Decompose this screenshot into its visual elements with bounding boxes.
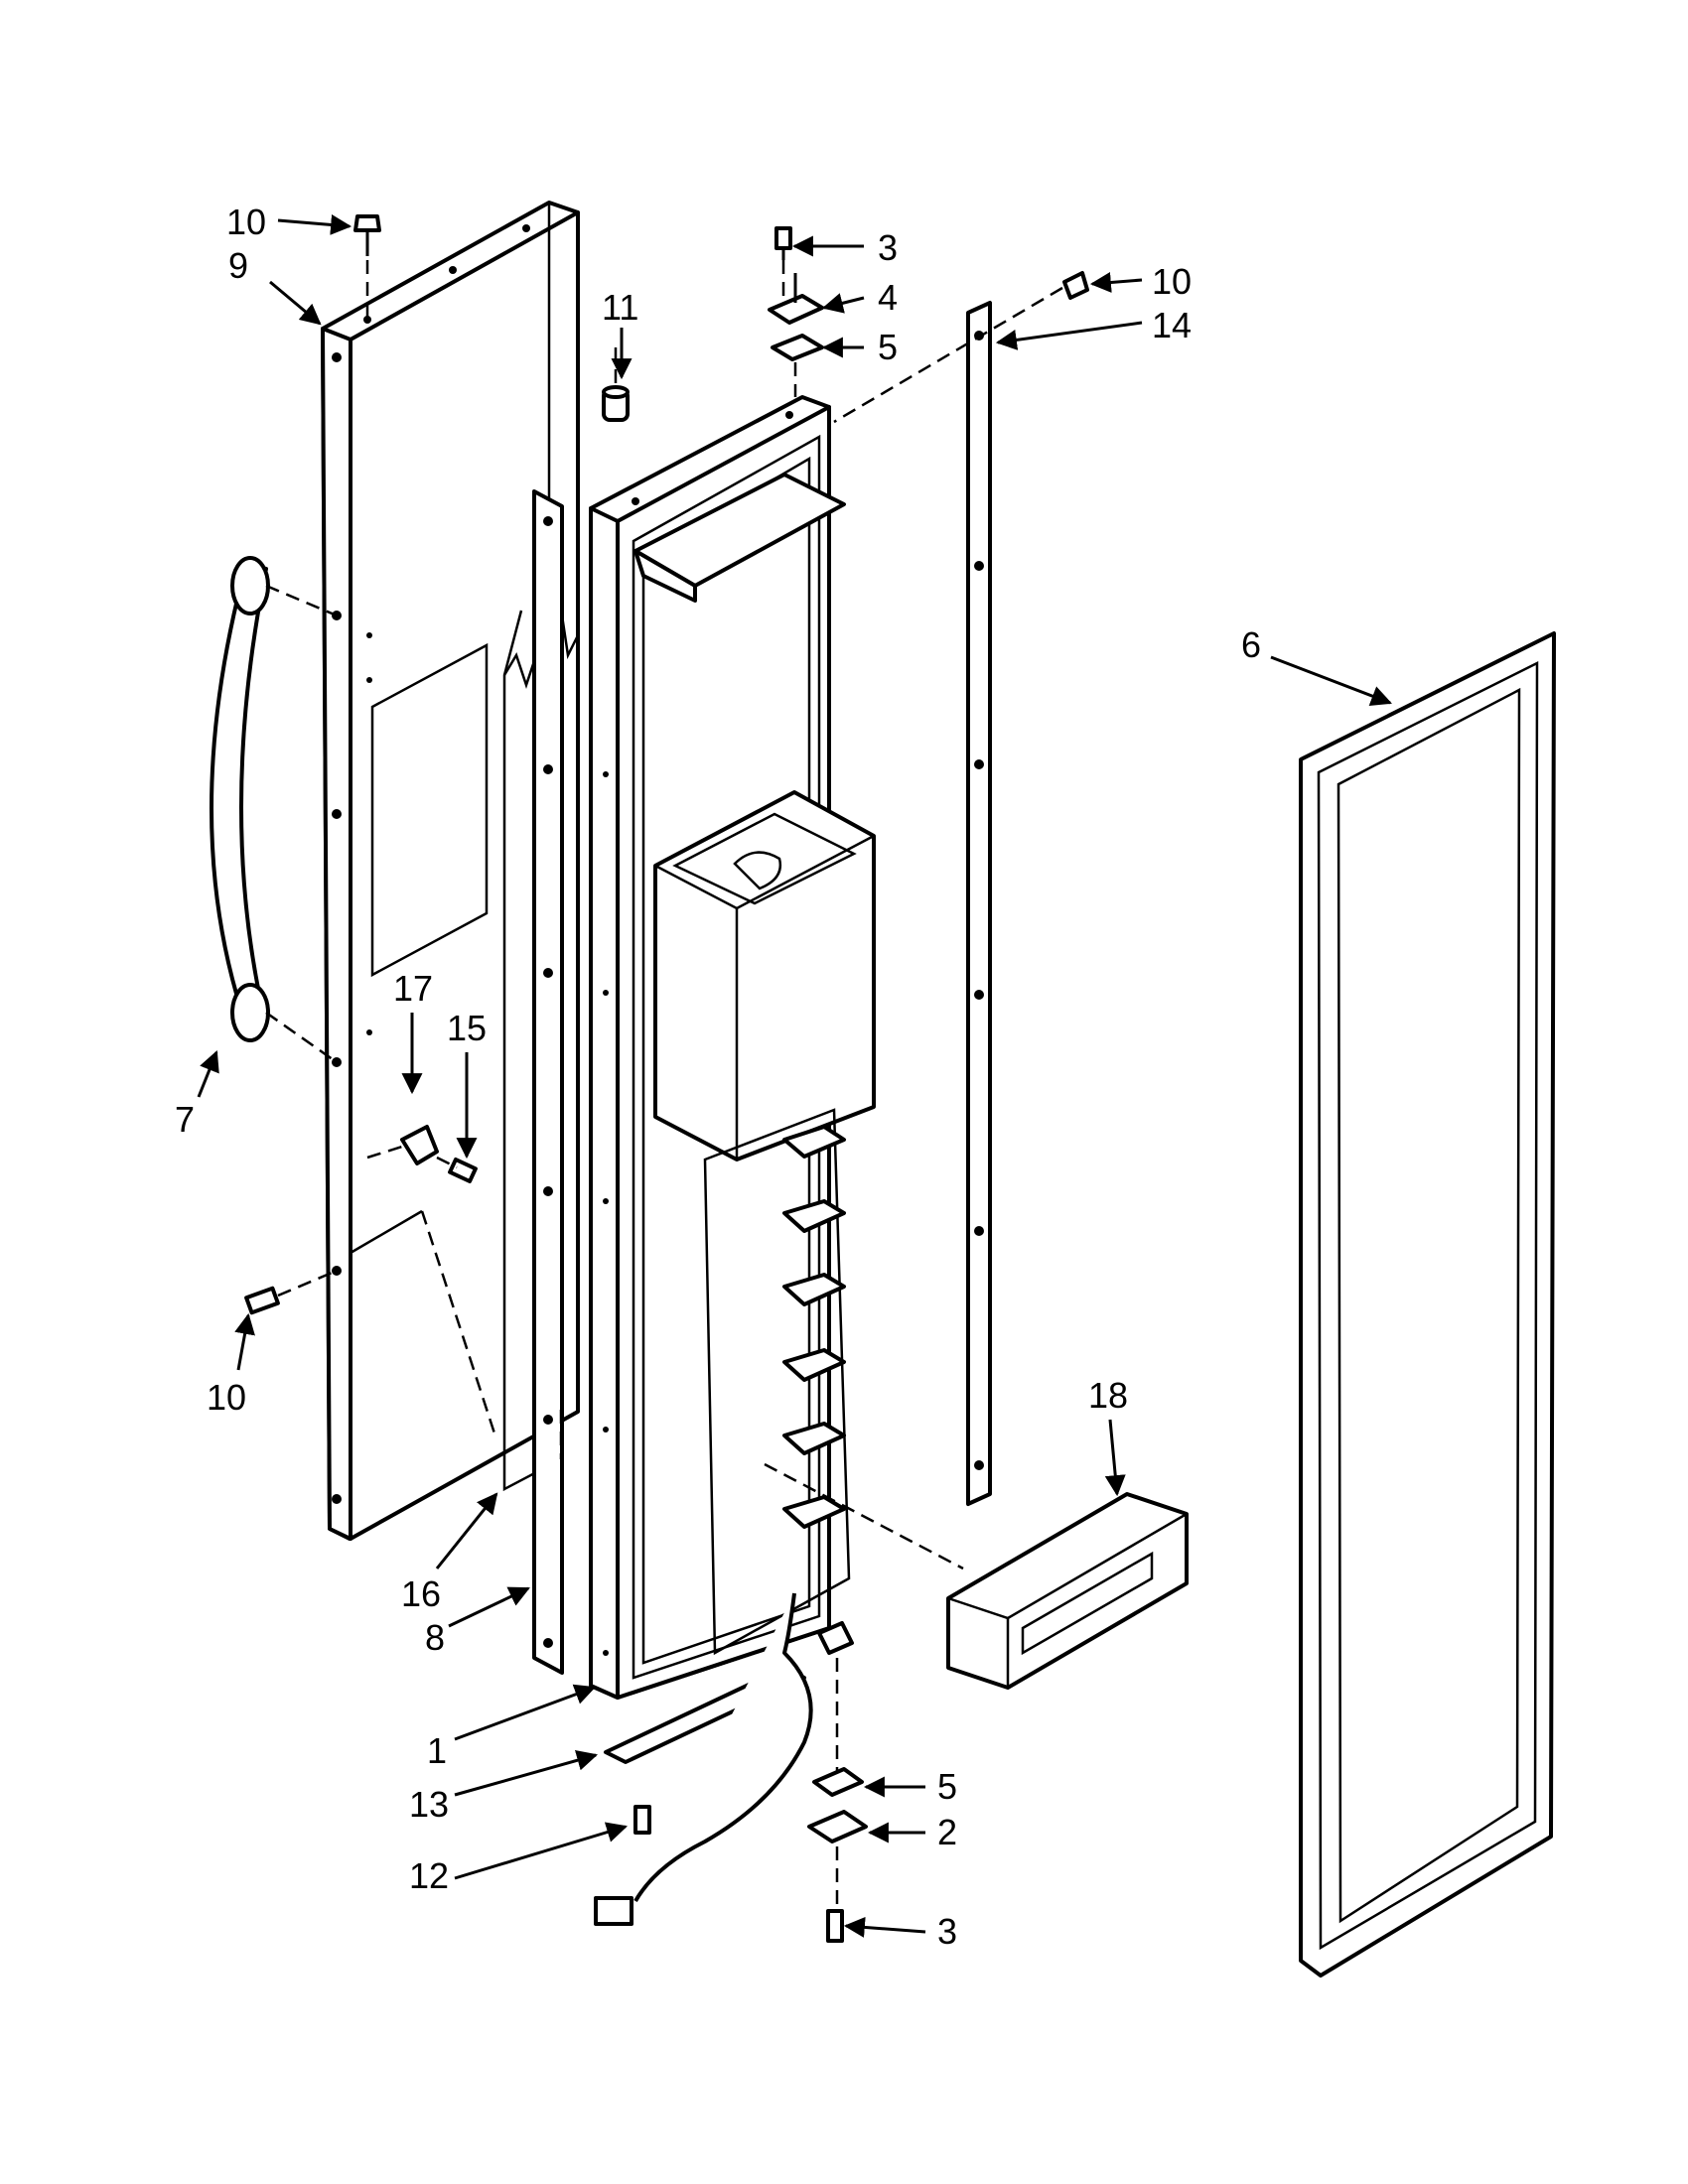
callout-15: 15	[447, 1008, 487, 1048]
callout-11: 11	[602, 287, 638, 328]
shelf-clip	[782, 1348, 846, 1382]
callout-3-top: 3	[878, 227, 898, 268]
shelf-clip	[782, 1495, 846, 1529]
leader-arrows	[197, 213, 1392, 1938]
right-trim-strip	[966, 301, 992, 1506]
bottom-hinge-shim	[812, 1767, 864, 1797]
top-hinge-screw	[774, 226, 792, 260]
alignment-lines	[265, 260, 1063, 1906]
door-handle	[210, 556, 270, 1042]
bracket-screw	[633, 1805, 651, 1835]
callout-3-bottom: 3	[937, 1911, 957, 1952]
outer-door-panel	[321, 201, 580, 1541]
callout-2: 2	[937, 1812, 957, 1852]
top-hinge	[768, 273, 824, 325]
top-hinge-shim	[771, 334, 824, 361]
wiring-harness	[594, 1592, 813, 1926]
callout-9: 9	[228, 245, 248, 286]
handle-cap	[400, 1125, 439, 1165]
door-gasket	[1299, 631, 1556, 1978]
callout-18: 18	[1088, 1375, 1128, 1416]
callout-17: 17	[393, 968, 433, 1009]
screw-top-left	[353, 214, 381, 256]
callout-6: 6	[1241, 624, 1261, 665]
callout-5-top: 5	[878, 327, 898, 367]
callout-1: 1	[427, 1730, 447, 1771]
door-bin	[946, 1492, 1189, 1690]
screw-left	[244, 1286, 280, 1315]
shelf-clip	[782, 1125, 846, 1159]
callout-14: 14	[1152, 305, 1192, 345]
door-liner-assembly	[589, 395, 876, 1700]
cap-screw	[448, 1158, 478, 1183]
callout-10-left: 10	[207, 1377, 246, 1418]
callout-10-top-right: 10	[1152, 261, 1192, 302]
callout-13: 13	[409, 1784, 449, 1825]
callout-4: 4	[878, 277, 898, 318]
bottom-hinge	[807, 1810, 868, 1843]
door-plug	[602, 385, 630, 422]
callout-5-bottom: 5	[937, 1766, 957, 1807]
callout-7: 7	[175, 1099, 195, 1140]
callout-12: 12	[409, 1855, 449, 1896]
bottom-hinge-plate	[817, 1621, 854, 1655]
screw-top-right	[1062, 271, 1089, 300]
shelf-clip	[782, 1199, 846, 1233]
shelf-clip	[782, 1273, 846, 1306]
shelf-clip	[782, 1422, 846, 1455]
callout-10-top-left: 10	[226, 202, 266, 242]
left-trim-strip	[532, 489, 564, 1675]
callout-16: 16	[401, 1573, 441, 1614]
bottom-hinge-screw	[826, 1909, 844, 1943]
callout-labels: 10 9 11 3 4 5 10 14 6 7 17 15 10 16 8 18…	[175, 202, 1261, 1952]
callout-8: 8	[425, 1617, 445, 1658]
